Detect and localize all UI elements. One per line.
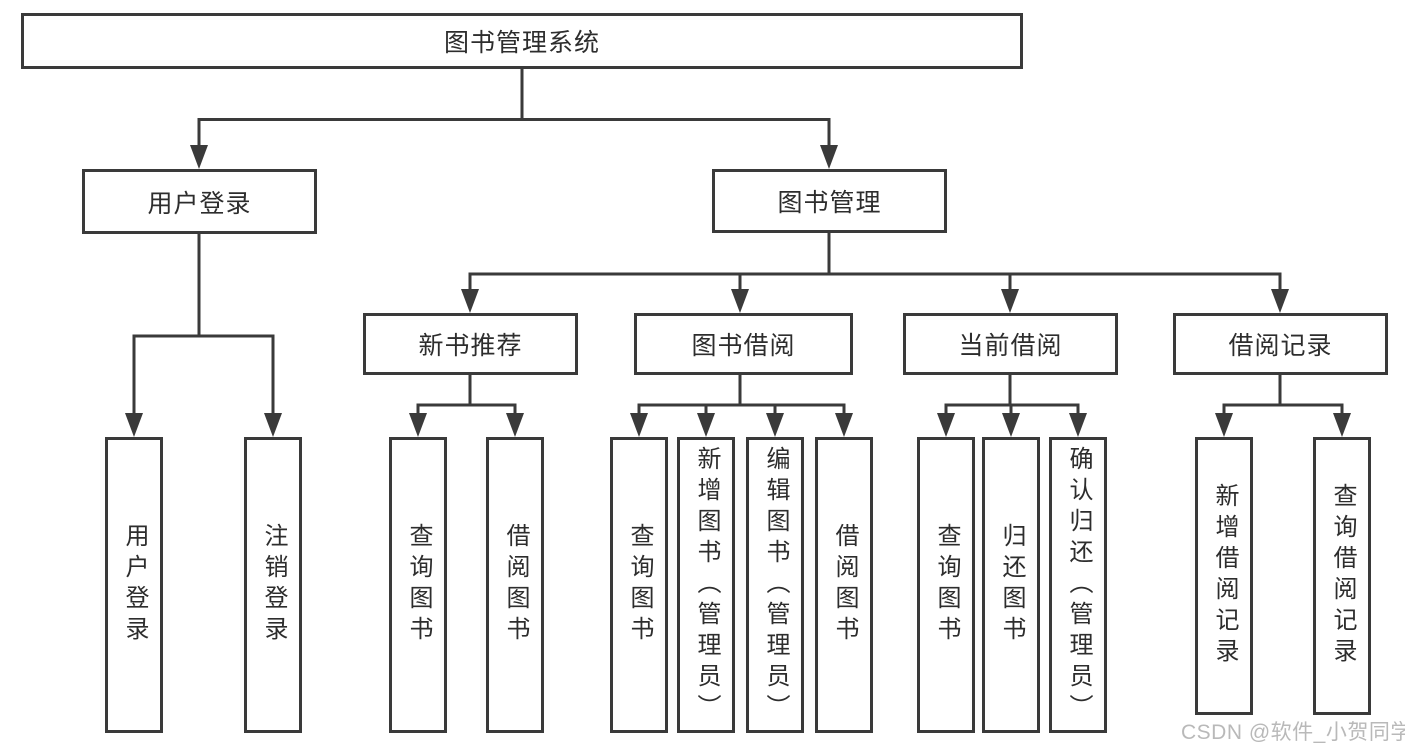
leaf-query-borrow-record: 查询借阅记录 — [1313, 437, 1371, 715]
leaf-return-books: 归还图书 — [982, 437, 1040, 733]
leaf-query-books-recommend-label: 查询图书 — [405, 523, 432, 647]
leaf-user-login-label: 用户登录 — [121, 523, 148, 647]
node-library-system: 图书管理系统 — [21, 13, 1023, 69]
leaf-add-book-admin-label: 新增图书（管理员） — [693, 445, 720, 725]
node-new-book-recommend-label: 新书推荐 — [418, 332, 523, 360]
arrowheads — [125, 145, 1351, 437]
leaf-confirm-return-admin-label: 确认归还（管理员） — [1065, 445, 1092, 725]
leaf-logout-login: 注销登录 — [244, 437, 302, 733]
node-current-borrow: 当前借阅 — [903, 313, 1118, 375]
node-library-system-label: 图书管理系统 — [443, 29, 600, 57]
leaf-confirm-return-admin: 确认归还（管理员） — [1049, 437, 1107, 733]
node-book-management: 图书管理 — [712, 169, 947, 233]
node-book-borrow: 图书借阅 — [634, 313, 853, 375]
leaf-logout-login-label: 注销登录 — [260, 523, 287, 647]
leaf-query-books-recommend: 查询图书 — [389, 437, 447, 733]
node-borrow-records: 借阅记录 — [1173, 313, 1388, 375]
leaf-borrow-books-recommend-label: 借阅图书 — [502, 523, 529, 647]
leaf-edit-book-admin-label: 编辑图书（管理员） — [762, 445, 789, 725]
leaf-query-books-current-label: 查询图书 — [933, 523, 960, 647]
node-new-book-recommend: 新书推荐 — [363, 313, 578, 375]
node-book-management-label: 图书管理 — [777, 189, 882, 217]
node-book-borrow-label: 图书借阅 — [691, 332, 796, 360]
leaf-query-books-current: 查询图书 — [917, 437, 975, 733]
node-user-login-label: 用户登录 — [147, 189, 252, 218]
leaf-borrow-books-recommend: 借阅图书 — [486, 437, 544, 733]
csdn-watermark: CSDN @软件_小贺同学 — [1181, 721, 1405, 744]
node-current-borrow-label: 当前借阅 — [958, 332, 1063, 360]
leaf-query-borrow-record-label: 查询借阅记录 — [1329, 483, 1356, 669]
leaf-borrow-books-label: 借阅图书 — [831, 523, 858, 647]
leaf-query-books-borrow: 查询图书 — [610, 437, 668, 733]
leaf-user-login: 用户登录 — [105, 437, 163, 733]
leaf-add-book-admin: 新增图书（管理员） — [677, 437, 735, 733]
leaf-borrow-books: 借阅图书 — [815, 437, 873, 733]
leaf-query-books-borrow-label: 查询图书 — [626, 523, 653, 647]
node-borrow-records-label: 借阅记录 — [1228, 332, 1333, 360]
leaf-add-borrow-record: 新增借阅记录 — [1195, 437, 1253, 715]
node-user-login: 用户登录 — [82, 169, 317, 234]
leaf-edit-book-admin: 编辑图书（管理员） — [746, 437, 804, 733]
leaf-add-borrow-record-label: 新增借阅记录 — [1211, 483, 1238, 669]
leaf-return-books-label: 归还图书 — [998, 523, 1025, 647]
